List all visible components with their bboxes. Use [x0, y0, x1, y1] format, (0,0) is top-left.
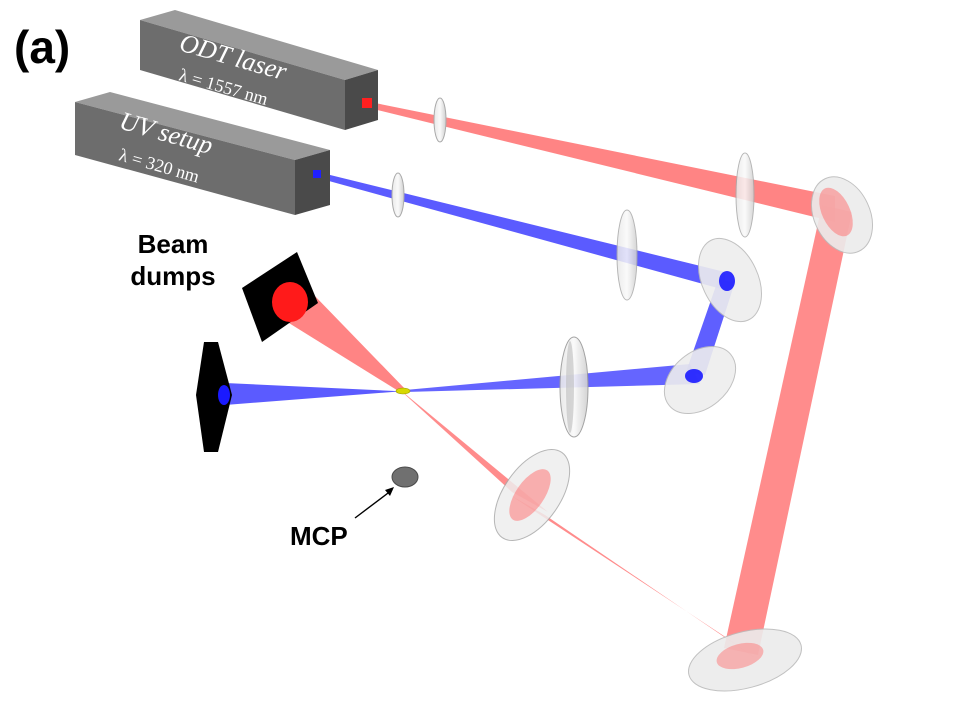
- uv-setup-box: UV setup λ = 320 nm: [75, 92, 330, 215]
- uv-lens-middle: [616, 209, 638, 301]
- uv-mirror-upper: [698, 237, 762, 323]
- odt-mirror-bottom: [688, 628, 802, 692]
- uv-setup-aperture: [313, 170, 321, 178]
- atom-cloud-focus: [395, 387, 411, 395]
- mcp-label: MCP: [290, 521, 348, 551]
- uv-lens-small: [391, 172, 405, 218]
- odt-laser-aperture: [362, 98, 372, 108]
- mcp-arrow: [354, 487, 394, 519]
- beam-dumps-label-line1: Beam: [137, 229, 209, 259]
- mcp-detector: [391, 466, 419, 488]
- beam-dump-red: [242, 252, 318, 342]
- beam-dumps-label: Beam dumps: [118, 228, 228, 292]
- odt-lens-small: [433, 97, 447, 143]
- odt-lens-upper-right: [735, 152, 755, 238]
- beam-dumps-label-line2: dumps: [130, 261, 216, 291]
- odt-mirror-top-right: [811, 176, 873, 254]
- odt-focusing-lens: [493, 448, 571, 542]
- uv-mirror-lower: [663, 346, 737, 414]
- odt-laser-box: ODT laser λ = 1557 nm: [140, 10, 378, 130]
- red-odt-beam: [276, 101, 852, 660]
- beam-dump-blue: [196, 342, 232, 452]
- uv-focusing-lens: [559, 336, 589, 438]
- panel-label: (a): [14, 21, 71, 73]
